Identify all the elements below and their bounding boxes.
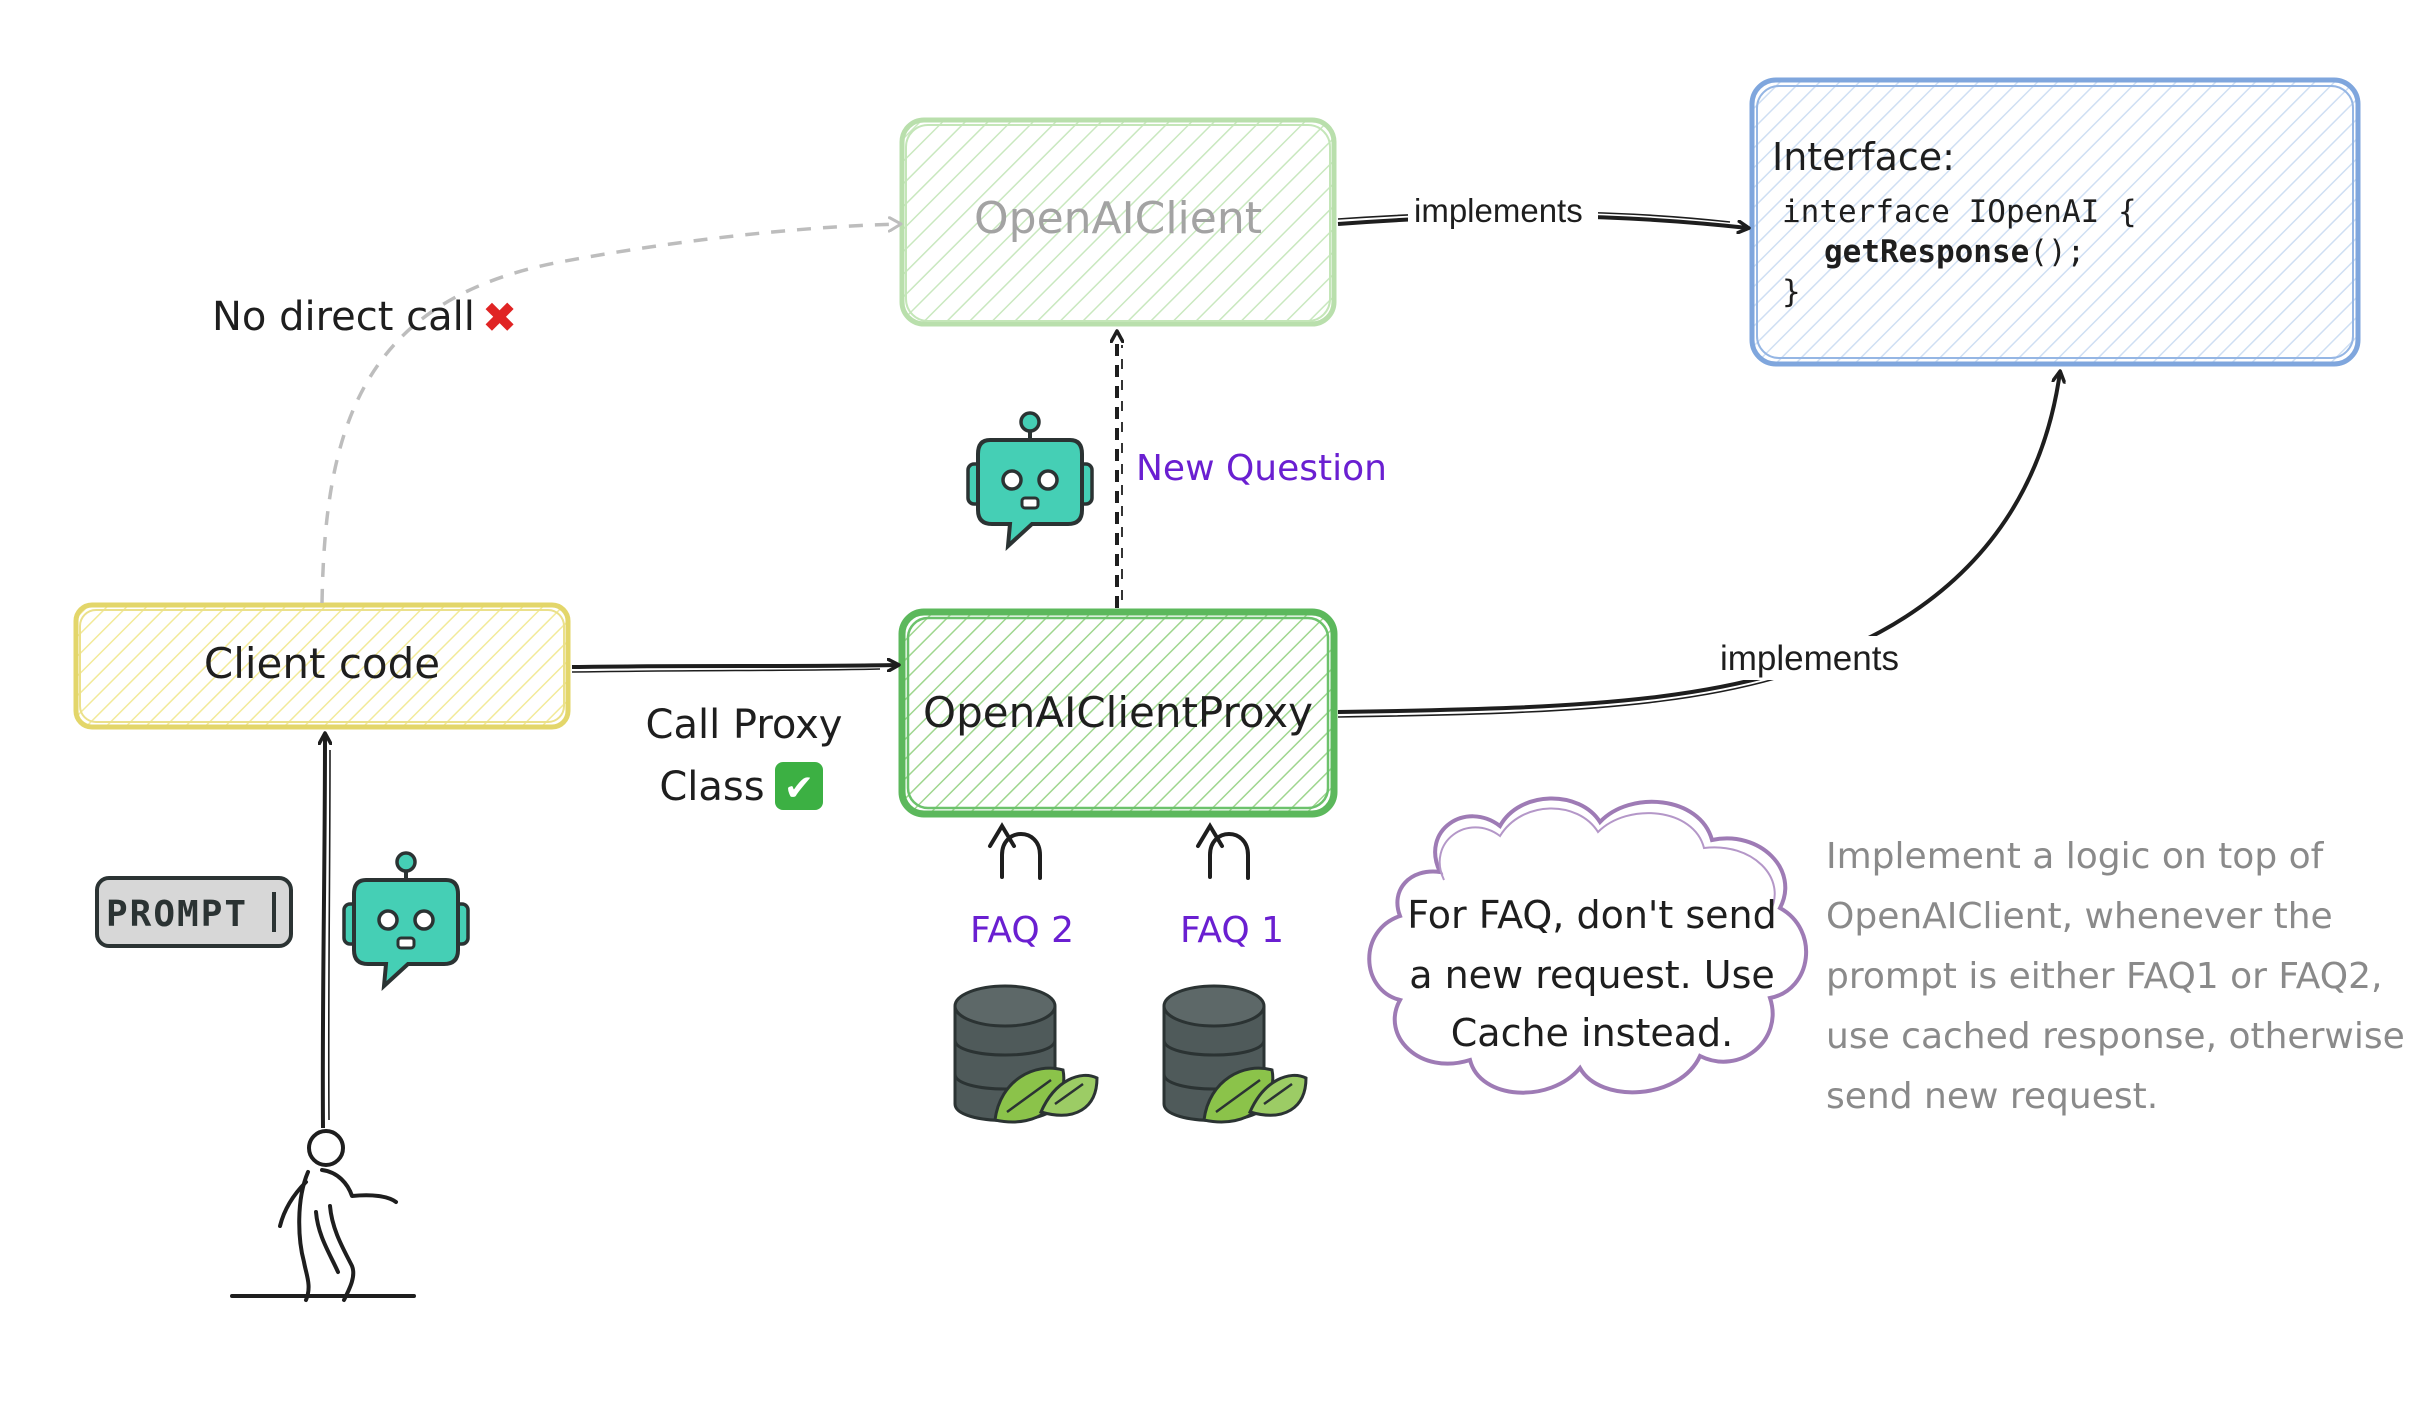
cache-note-cloud: For FAQ, don't send a new request. Use C…: [1367, 796, 1809, 1095]
person-walking-icon: [230, 1129, 416, 1302]
faq2-loop-arrow: [988, 822, 1042, 880]
side-note-line2: OpenAIClient, whenever the: [1826, 896, 2333, 937]
no-direct-call-label: No direct call: [212, 294, 475, 340]
side-note-line1: Implement a logic on top of: [1826, 836, 2325, 877]
call-proxy-label-line2: Class: [659, 764, 764, 810]
implements-bottom-label: implements: [1720, 639, 1899, 678]
interface-node: Interface: interface IOpenAI { getRespon…: [1749, 77, 2361, 367]
client-code-label: Client code: [204, 639, 440, 688]
prompt-label: PROMPT: [106, 894, 248, 935]
cloud-note-line3: Cache instead.: [1451, 1011, 1733, 1055]
side-note: Implement a logic on top of OpenAIClient…: [1826, 836, 2405, 1117]
proxy-node: OpenAIClientProxy: [898, 608, 1338, 818]
check-mark-icon: ✔: [775, 762, 823, 810]
side-note-line4: use cached response, otherwise: [1826, 1016, 2405, 1057]
cloud-note-line2: a new request. Use: [1409, 953, 1775, 997]
proxy-label: OpenAIClientProxy: [923, 688, 1313, 737]
interface-code-line3: }: [1782, 274, 1801, 310]
person-to-client-arrow: [323, 734, 325, 1129]
interface-title: Interface:: [1772, 135, 1955, 179]
database-leaf-icon: [953, 984, 1099, 1124]
implements-bottom-arrow: [1337, 372, 2060, 714]
prompt-badge-icon: PROMPT: [95, 876, 293, 948]
no-direct-call-arrow: [320, 224, 900, 604]
interface-code-line1: interface IOpenAI {: [1782, 194, 2137, 230]
openai-client-label: OpenAIClient: [974, 193, 1262, 244]
client-code-node: Client code: [73, 602, 571, 730]
side-note-line3: prompt is either FAQ1 or FAQ2,: [1826, 956, 2382, 997]
cross-mark-icon: ✖: [482, 293, 517, 342]
interface-code-line2: getResponse();: [1824, 234, 2085, 270]
call-proxy-arrow: [571, 665, 898, 667]
faq1-label: FAQ 1: [1180, 910, 1284, 951]
new-question-label: New Question: [1136, 448, 1387, 489]
robot-icon: [342, 851, 470, 991]
svg-text:✔: ✔: [784, 768, 814, 809]
implements-top-label: implements: [1414, 192, 1583, 229]
faq1-loop-arrow: [1196, 822, 1250, 880]
database-leaf-icon: [1162, 984, 1308, 1124]
faq2-label: FAQ 2: [970, 910, 1074, 951]
call-proxy-label-line1: Call Proxy: [646, 702, 843, 748]
robot-icon: [966, 411, 1094, 551]
side-note-line5: send new request.: [1826, 1076, 2158, 1117]
openai-client-node: OpenAIClient: [899, 117, 1337, 327]
cloud-note-line1: For FAQ, don't send: [1407, 893, 1776, 937]
